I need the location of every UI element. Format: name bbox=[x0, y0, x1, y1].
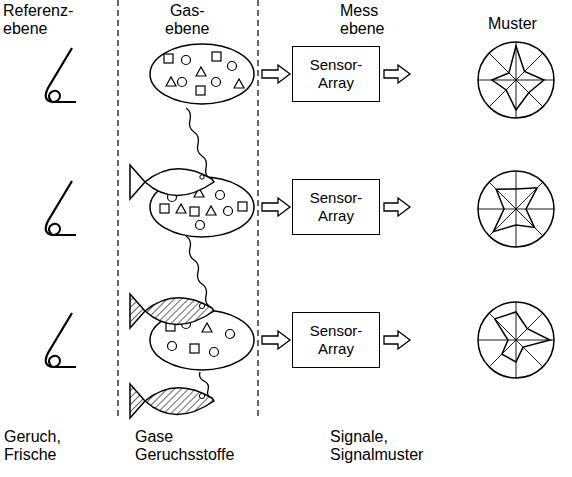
sensor-array-box: Sensor- Array bbox=[292, 312, 380, 368]
box-label: Sensor- Array bbox=[310, 189, 363, 225]
level-label: Mess ebene bbox=[340, 2, 385, 39]
sensor-array-box: Sensor- Array bbox=[292, 46, 380, 102]
level-label: Muster bbox=[488, 15, 537, 33]
box-label: Sensor- Array bbox=[310, 56, 363, 92]
level-label: Signale, Signalmuster bbox=[330, 428, 423, 465]
level-label: Geruch, Frische bbox=[4, 428, 61, 465]
sensor-array-box: Sensor- Array bbox=[292, 179, 380, 235]
level-label: Gase Geruchsstoffe bbox=[135, 428, 234, 465]
level-label: Referenz- ebene bbox=[3, 2, 73, 39]
box-label: Sensor- Array bbox=[310, 322, 363, 358]
level-label: Gas- ebene bbox=[165, 2, 209, 39]
